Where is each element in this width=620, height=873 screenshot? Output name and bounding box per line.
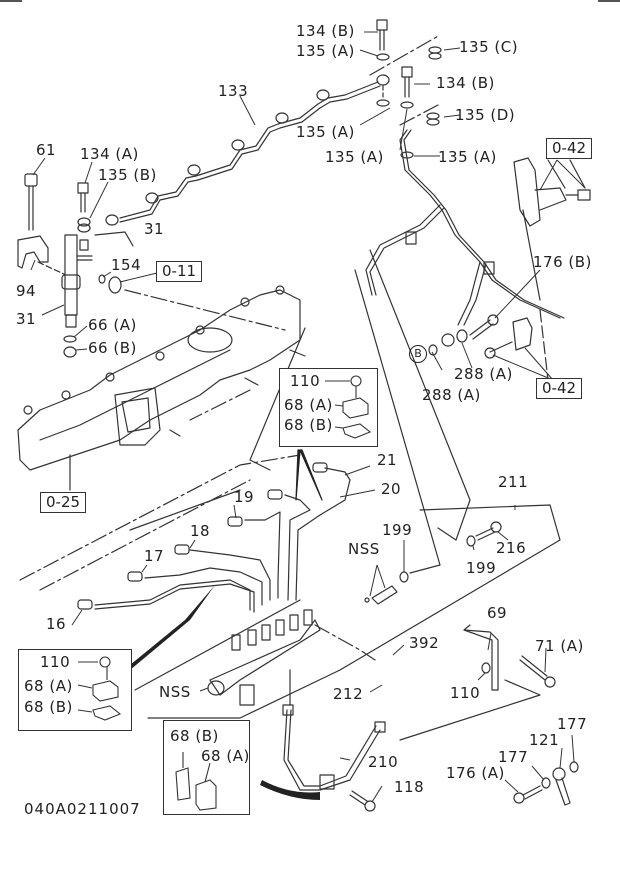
callout-110[interactable]: 110 bbox=[290, 372, 321, 390]
callout-17[interactable]: 17 bbox=[144, 547, 165, 565]
ref-box-0-11[interactable]: 0-11 bbox=[156, 261, 203, 282]
callout-66b[interactable]: 66 (B) bbox=[88, 339, 137, 357]
bolt-71a bbox=[519, 655, 556, 688]
callout-68b[interactable]: 68 (B) bbox=[24, 698, 73, 716]
callout-69[interactable]: 69 bbox=[487, 604, 508, 622]
callout-31[interactable]: 31 bbox=[144, 220, 165, 238]
bolt-134b-mid bbox=[401, 66, 413, 98]
callout-68b[interactable]: 68 (B) bbox=[170, 727, 219, 745]
bolt-118 bbox=[349, 790, 376, 812]
callout-135a[interactable]: 135 (A) bbox=[296, 123, 355, 141]
callout-66a[interactable]: 66 (A) bbox=[88, 316, 137, 334]
callout-135d[interactable]: 135 (D) bbox=[455, 106, 516, 124]
callout-118[interactable]: 118 bbox=[394, 778, 425, 796]
callout-135b[interactable]: 135 (B) bbox=[98, 166, 157, 184]
callout-20[interactable]: 20 bbox=[381, 480, 402, 498]
ref-box-0-42[interactable]: 0-42 bbox=[536, 378, 583, 399]
injector-31 bbox=[61, 234, 93, 328]
callout-177[interactable]: 177 bbox=[498, 748, 529, 766]
ref-box-0-25[interactable]: 0-25 bbox=[40, 492, 87, 513]
nut-110 bbox=[481, 662, 491, 674]
pressure-sensor-nss bbox=[364, 585, 398, 605]
callout-176a[interactable]: 176 (A) bbox=[446, 764, 505, 782]
callout-211[interactable]: 211 bbox=[498, 473, 529, 491]
callout-31[interactable]: 31 bbox=[16, 310, 37, 328]
callout-135a[interactable]: 135 (A) bbox=[325, 148, 384, 166]
callout-210[interactable]: 210 bbox=[368, 753, 399, 771]
callout-134a[interactable]: 134 (A) bbox=[80, 145, 139, 163]
callout-177[interactable]: 177 bbox=[557, 715, 588, 733]
ref-box-0-42[interactable]: 0-42 bbox=[546, 138, 593, 159]
callout-135a[interactable]: 135 (A) bbox=[438, 148, 497, 166]
callout-nss[interactable]: NSS bbox=[159, 683, 191, 701]
callout-68a[interactable]: 68 (A) bbox=[201, 747, 250, 765]
bolt-134a bbox=[77, 182, 89, 213]
washer-66a bbox=[63, 335, 77, 343]
seal-0-11 bbox=[108, 276, 122, 294]
bolt-176b bbox=[469, 314, 499, 340]
callout-110[interactable]: 110 bbox=[40, 653, 71, 671]
frame-mark-right bbox=[598, 0, 620, 2]
connector-b-marker[interactable]: B bbox=[409, 345, 427, 363]
frame-mark-left bbox=[0, 0, 22, 2]
callout-110[interactable]: 110 bbox=[450, 684, 481, 702]
bolt-216 bbox=[475, 521, 502, 541]
callout-121[interactable]: 121 bbox=[529, 731, 560, 749]
callout-71a[interactable]: 71 (A) bbox=[535, 637, 584, 655]
injection-pipes bbox=[77, 462, 351, 613]
callout-68a[interactable]: 68 (A) bbox=[24, 677, 73, 695]
callout-68a[interactable]: 68 (A) bbox=[284, 396, 333, 414]
callout-133[interactable]: 133 bbox=[218, 82, 249, 100]
drawing-number: 040A0211007 bbox=[24, 800, 141, 818]
callout-288a[interactable]: 288 (A) bbox=[422, 386, 481, 404]
bracket-0-42 bbox=[513, 157, 591, 227]
fuel-pipe-210 bbox=[282, 704, 386, 791]
washer-135a bbox=[376, 53, 390, 61]
callout-16[interactable]: 16 bbox=[46, 615, 67, 633]
o-ring-154 bbox=[98, 274, 106, 284]
callout-135c[interactable]: 135 (C) bbox=[459, 38, 519, 56]
callout-154[interactable]: 154 bbox=[111, 256, 142, 274]
callout-199[interactable]: 199 bbox=[382, 521, 413, 539]
callout-nss[interactable]: NSS bbox=[348, 540, 380, 558]
callout-176b[interactable]: 176 (B) bbox=[533, 253, 592, 271]
callout-199[interactable]: 199 bbox=[466, 559, 497, 577]
bolt-134b-top bbox=[376, 19, 388, 51]
callout-19[interactable]: 19 bbox=[234, 488, 255, 506]
washer-199 bbox=[399, 571, 409, 583]
banjo-121 bbox=[552, 767, 571, 806]
stud-61 bbox=[24, 173, 38, 231]
clamp-94 bbox=[17, 235, 49, 269]
callout-392[interactable]: 392 bbox=[409, 634, 440, 652]
bracket-69 bbox=[463, 624, 499, 691]
washer-199-b bbox=[466, 535, 476, 547]
seal-66b bbox=[63, 346, 77, 358]
callout-94[interactable]: 94 bbox=[16, 282, 37, 300]
callout-288a[interactable]: 288 (A) bbox=[454, 365, 513, 383]
callout-134b[interactable]: 134 (B) bbox=[296, 22, 355, 40]
callout-18[interactable]: 18 bbox=[190, 522, 211, 540]
bracket-lower-0-42 bbox=[484, 317, 533, 359]
leak-off-pipe-133 bbox=[105, 74, 390, 226]
intake-manifold-0-25 bbox=[17, 285, 306, 471]
callout-21[interactable]: 21 bbox=[377, 451, 398, 469]
callout-61[interactable]: 61 bbox=[36, 141, 57, 159]
callout-135a[interactable]: 135 (A) bbox=[296, 42, 355, 60]
callout-212[interactable]: 212 bbox=[333, 685, 364, 703]
callout-134b[interactable]: 134 (B) bbox=[436, 74, 495, 92]
callout-216[interactable]: 216 bbox=[496, 539, 527, 557]
callout-68b[interactable]: 68 (B) bbox=[284, 416, 333, 434]
bolt-176a bbox=[513, 785, 543, 804]
common-rail bbox=[207, 609, 321, 706]
washer-135a-lower bbox=[376, 99, 390, 107]
